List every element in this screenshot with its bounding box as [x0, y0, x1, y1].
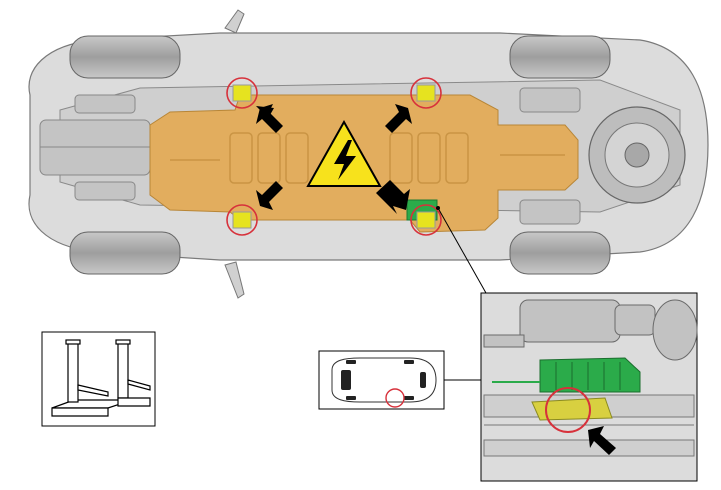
arrow-rear-right-shape [376, 180, 410, 214]
inset-lift-pad [531, 397, 613, 421]
mirror-right [224, 261, 245, 299]
lift-pad-rear-right [416, 211, 436, 229]
detail-inset [480, 292, 698, 482]
lift-point-circle-rear-left [226, 204, 258, 236]
inset-hv-module [539, 357, 641, 393]
arrow-rear-left-shape [256, 181, 283, 210]
detail-leader-line [437, 207, 487, 294]
lift-icon [41, 331, 156, 427]
tire-front-left [69, 35, 181, 79]
vehicle-top-locator [318, 350, 481, 410]
inset-exhaust [483, 299, 698, 361]
lift-point-circle-rear-right [410, 204, 442, 236]
inset-lift-point-circle [545, 387, 591, 433]
locator-car-details [341, 360, 426, 400]
tire-rear-left [509, 35, 611, 79]
vehicle-underside [28, 9, 709, 299]
inset-arrow [588, 426, 616, 455]
battery-texture [170, 132, 565, 184]
leader-dot [436, 206, 440, 210]
lift-pad-front-left [232, 84, 252, 102]
lift-point-circle-front-right [410, 77, 442, 109]
locator-circle [385, 388, 405, 408]
tire-rear-right [509, 231, 611, 275]
rear-suspension [519, 87, 581, 225]
spare-wheel-hub [624, 142, 650, 168]
lift-pad-front-right [416, 84, 436, 102]
mirror-left [224, 9, 245, 34]
locator-car-body [331, 357, 437, 403]
high-voltage-warning-icon [306, 119, 382, 187]
arrow-front-left-shape [256, 104, 283, 133]
lift-point-circle-front-left [226, 77, 258, 109]
lift-pad-rear-left [232, 211, 252, 229]
tire-front-right [69, 231, 181, 275]
inset-module-ribs [555, 362, 621, 390]
arrow-front-right-shape [385, 104, 412, 133]
